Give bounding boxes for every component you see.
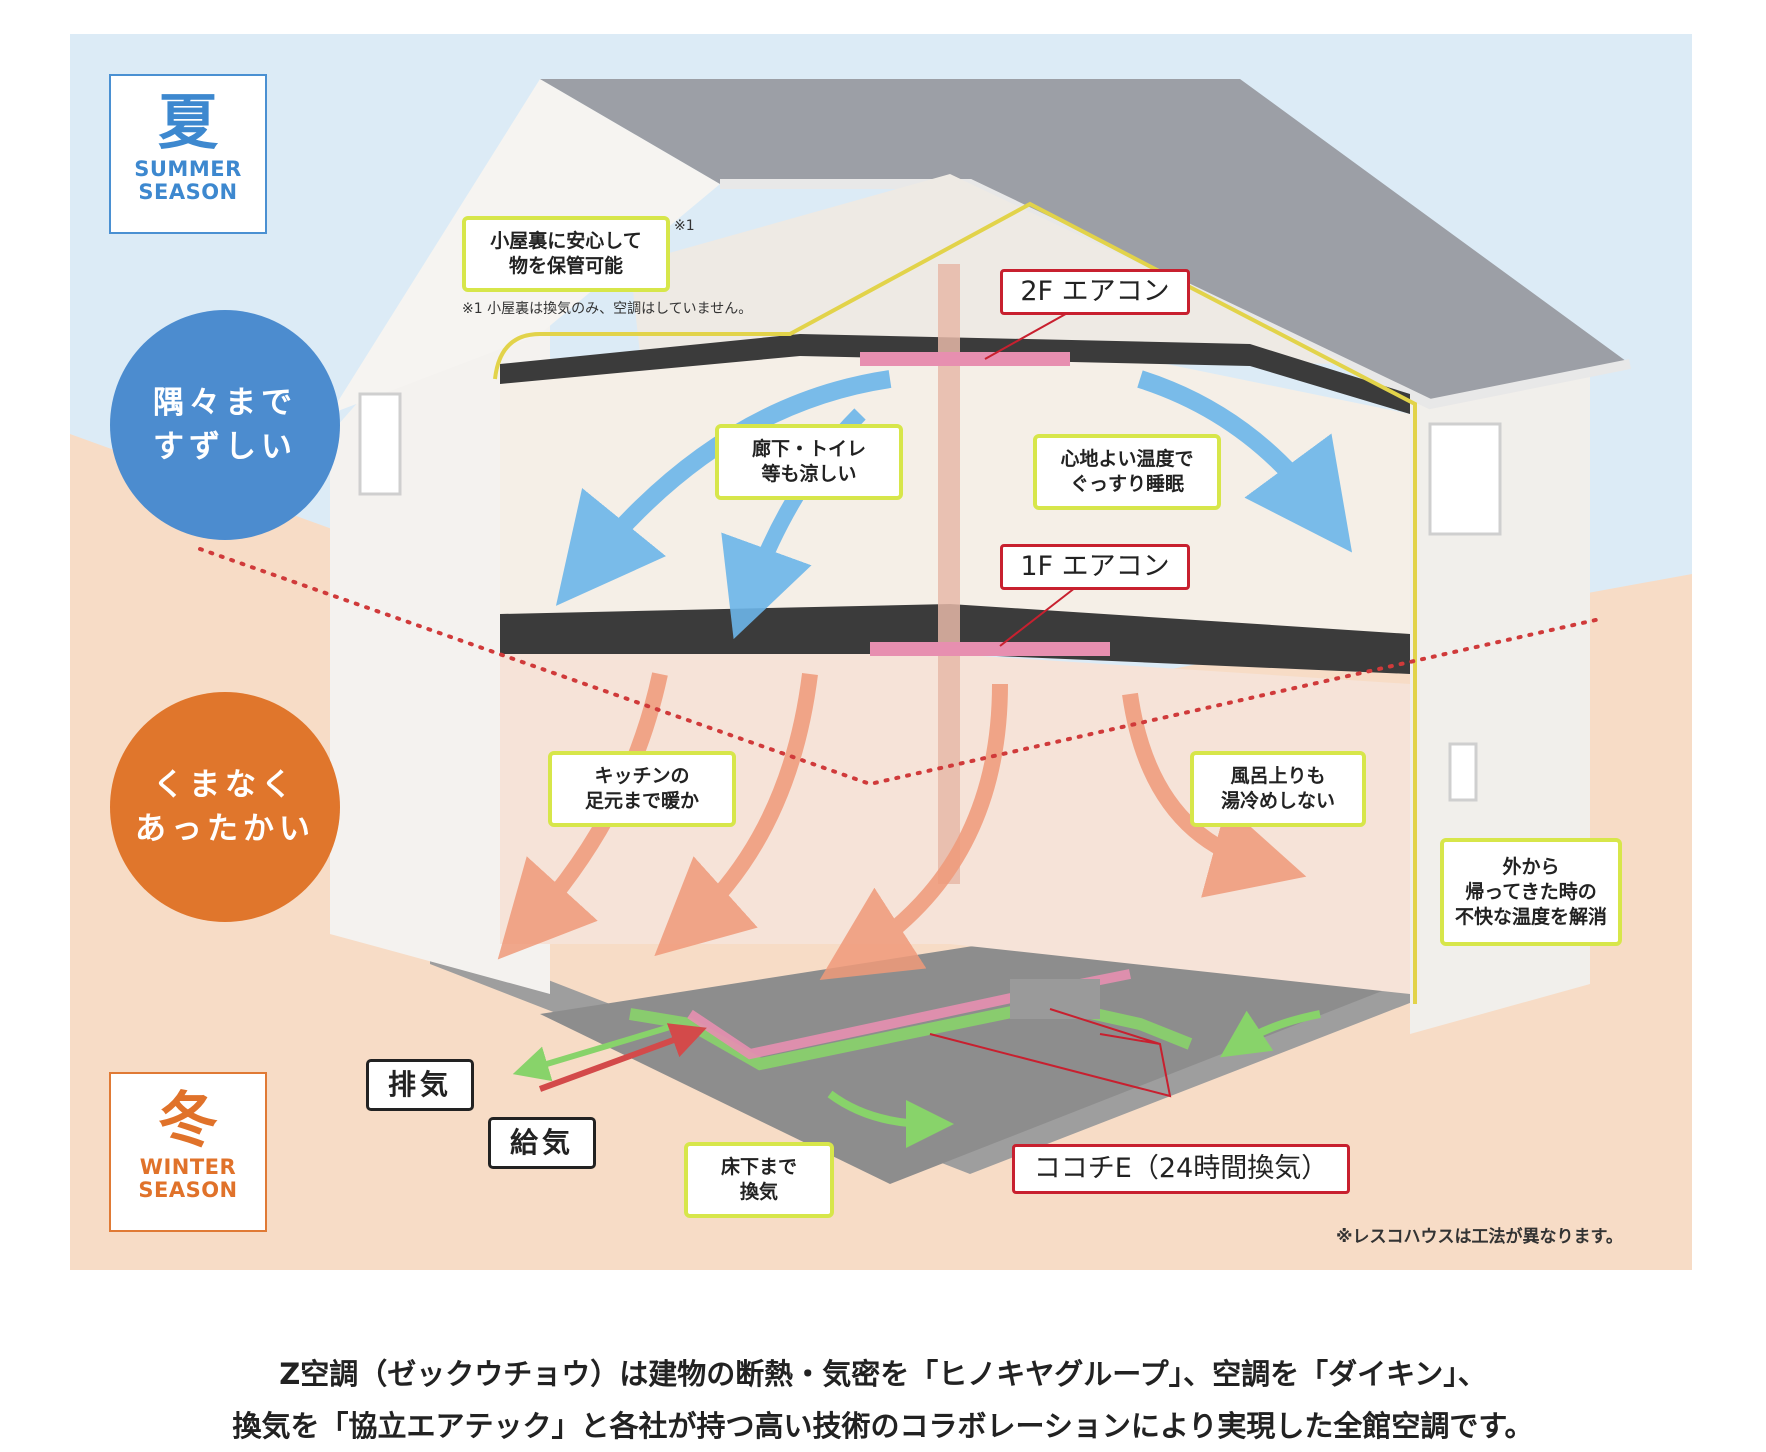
diagram-panel: 夏 SUMMER SEASON 冬 WINTER SEASON 隅々まで すずし… <box>70 34 1692 1270</box>
insulation-outline <box>493 201 1417 1004</box>
roof <box>540 79 1630 404</box>
callout-hallway: 廊下・トイレ 等も涼しい <box>715 424 903 500</box>
pointer-1f-ac <box>999 583 1081 647</box>
construction-footnote: ※レスコハウスは工法が異なります。 <box>1336 1227 1623 1247</box>
summer-kanji: 夏 <box>158 88 218 158</box>
season-divider <box>198 547 1602 787</box>
summer-label-2: SEASON <box>138 180 238 204</box>
warm-arrow-2 <box>654 673 818 957</box>
house-illustration <box>70 34 1692 1270</box>
callout-entrance: 外から 帰ってきた時の 不快な温度を解消 <box>1440 838 1622 946</box>
summer-season-badge: 夏 SUMMER SEASON <box>109 74 267 234</box>
warm-arrow-4 <box>1122 692 1307 898</box>
callout-kitchen: キッチンの 足元まで暖か <box>548 751 736 827</box>
cool-everywhere-circle: 隅々まで すずしい <box>110 310 340 540</box>
ceiling-2f-slab <box>500 334 1410 414</box>
window-left <box>358 392 402 496</box>
description-text: Z空調（ゼックウチョウ）は建物の断熱・気密を「ヒノキヤグループ」、空調を「ダイキ… <box>0 1348 1766 1452</box>
exhaust-arrow <box>512 1021 681 1082</box>
label-kokochi-ventilation: ココチE（24時間換気） <box>1012 1144 1350 1194</box>
crawlspace-floor <box>540 934 1400 1184</box>
label-2f-aircon: 2F エアコン <box>1000 269 1190 315</box>
summer-label-1: SUMMER <box>134 157 242 181</box>
attic-footnote: ※1 小屋裏は換気のみ、空調はしていません。 <box>462 301 753 317</box>
supply-arrow <box>538 1023 707 1092</box>
callout-attic: 小屋裏に安心して 物を保管可能 <box>462 216 670 292</box>
callout-underfloor: 床下まで 換気 <box>684 1142 834 1218</box>
fresh-air-arrow-2 <box>1220 1010 1321 1058</box>
winter-season-badge: 冬 WINTER SEASON <box>109 1072 267 1232</box>
pointer-kokochi <box>929 1008 1172 1098</box>
winter-label-2: SEASON <box>138 1178 238 1202</box>
kokochi-unit <box>1010 979 1100 1019</box>
callout-bedroom: 心地よい温度で ぐっすり睡眠 <box>1033 434 1221 510</box>
label-1f-aircon: 1F エアコン <box>1000 544 1190 590</box>
ventilation-duct <box>629 997 1193 1071</box>
label-exhaust: 排気 <box>366 1059 474 1111</box>
callout-bath: 風呂上りも 湯冷めしない <box>1190 751 1366 827</box>
fresh-air-arrow-1 <box>827 1090 954 1148</box>
attic-footnote-mark: ※1 <box>674 218 695 234</box>
attic <box>630 174 1350 364</box>
warm-everywhere-circle: くまなく あったかい <box>110 692 340 922</box>
label-supply: 給気 <box>488 1117 596 1169</box>
winter-kanji: 冬 <box>158 1086 218 1156</box>
window-right <box>1428 422 1502 536</box>
vertical-duct <box>938 264 960 884</box>
winter-label-1: WINTER <box>139 1155 237 1179</box>
description-line-2: 換気を「協立エアテック」と各社が持つ高い技術のコラボレーションにより実現した全館… <box>232 1409 1534 1443</box>
window-right-small <box>1448 742 1478 802</box>
description-line-1: Z空調（ゼックウチョウ）は建物の断熱・気密を「ヒノキヤグループ」、空調を「ダイキ… <box>279 1357 1487 1391</box>
cool-arrow-right <box>1137 370 1353 553</box>
warm-arrow-3 <box>819 683 1008 980</box>
